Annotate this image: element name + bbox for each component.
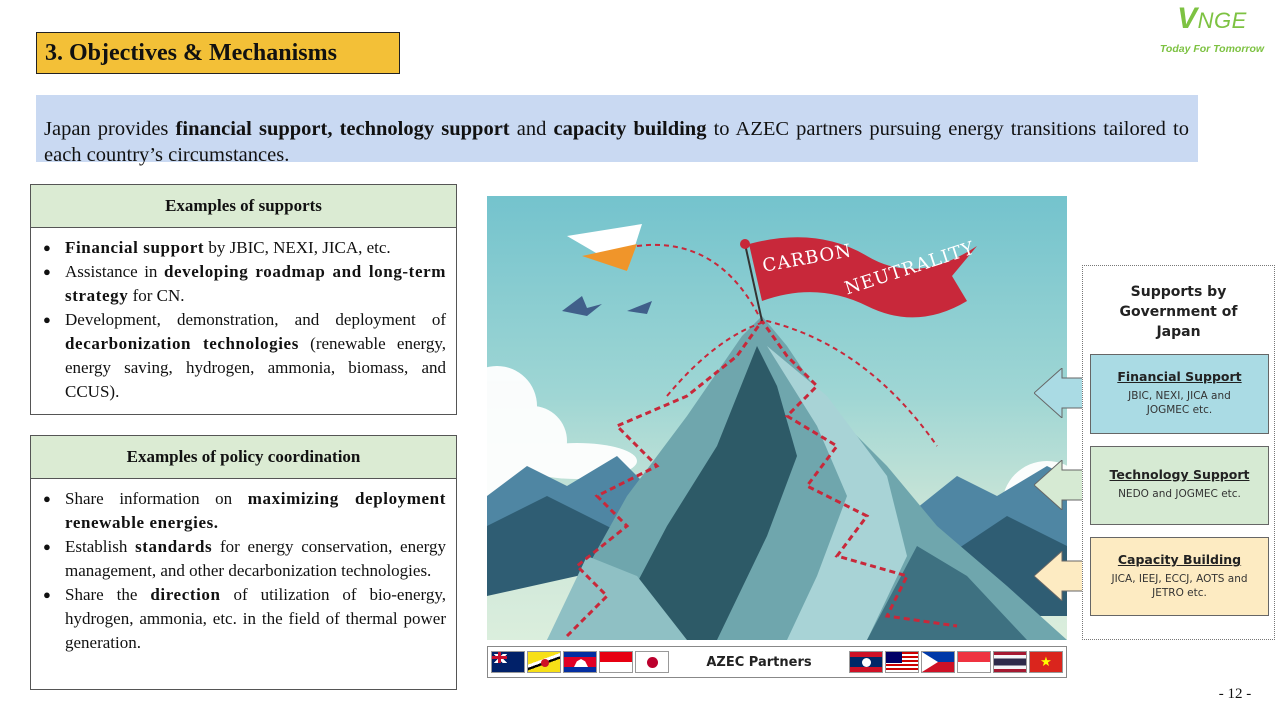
card-title: Capacity Building xyxy=(1117,552,1242,567)
policy-box-body: ● Share information on maximizing deploym… xyxy=(31,479,456,661)
item-text: Development, demonstration, and deployme… xyxy=(65,310,446,329)
list-item: ● Share the direction of utilization of b… xyxy=(41,583,446,655)
card-sub-line: NEDO and JOGMEC etc. xyxy=(1118,488,1241,500)
item-text: Establish xyxy=(65,537,136,556)
intro-bold-financial-tech: financial support, technology support xyxy=(175,118,510,140)
arrow-left-icon xyxy=(1034,460,1086,510)
item-text: (renewable energy, energy saving, hydrog… xyxy=(65,334,446,401)
intro-text: Japan provides financial support, techno… xyxy=(44,116,1189,168)
flag-thailand-icon xyxy=(992,651,1027,673)
bullet-icon: ● xyxy=(43,240,51,255)
item-text: Share information on xyxy=(65,489,248,508)
flag-cambodia-icon xyxy=(563,651,597,673)
policy-box-header: Examples of policy coordination xyxy=(31,436,456,479)
supports-box-body: ● Financial support by JBIC, NEXI, JICA, … xyxy=(31,228,456,410)
logo-mark: VNGE xyxy=(1150,4,1274,36)
bullet-icon: ● xyxy=(43,264,51,279)
list-item: ● Establish standards for energy conserva… xyxy=(41,535,446,583)
card-sub-line: JICA, IEEJ, ECCJ, AOTS and xyxy=(1111,573,1248,585)
carbon-neutrality-mountain-illustration: CARBON NEUTRALITY xyxy=(487,196,1067,640)
panel-title-line: Supports by xyxy=(1130,284,1227,300)
panel-title-line: Japan xyxy=(1156,324,1201,340)
card-subtitle: NEDO and JOGMEC etc. xyxy=(1091,487,1268,501)
item-text: for energy conservation, energy manageme… xyxy=(65,537,446,580)
logo-name: NGE xyxy=(1197,8,1247,33)
page-number: - 12 - xyxy=(1218,686,1252,702)
technology-support-card: Technology Support NEDO and JOGMEC etc. xyxy=(1090,446,1269,525)
flag-brunei-icon xyxy=(527,651,561,673)
supports-box: Examples of supports ● Financial support … xyxy=(30,184,457,415)
item-text: for CN. xyxy=(128,286,185,305)
intro-part: Japan provides xyxy=(44,118,176,140)
vnge-logo: VNGE Today For Tomorrow xyxy=(1150,4,1274,64)
arrow-left-icon xyxy=(1034,551,1086,601)
card-sub-line: JETRO etc. xyxy=(1152,587,1207,599)
panel-title: Supports by Government of Japan xyxy=(1083,282,1274,342)
flag-philippines-icon xyxy=(920,651,955,673)
list-item: ● Share information on maximizing deploym… xyxy=(41,487,446,535)
item-bold: Financial support xyxy=(65,238,205,257)
list-item: ● Assistance in developing roadmap and lo… xyxy=(41,260,446,308)
flag-indonesia-icon xyxy=(599,651,633,673)
slide-title: 3. Objectives & Mechanisms xyxy=(36,32,400,74)
item-bold: developing roadmap and long-term strateg… xyxy=(65,262,446,305)
supports-box-header: Examples of supports xyxy=(31,185,456,228)
capacity-building-card: Capacity Building JICA, IEEJ, ECCJ, AOTS… xyxy=(1090,537,1269,616)
item-text: Share the xyxy=(65,585,151,604)
intro-banner xyxy=(36,95,1198,162)
logo-initial: V xyxy=(1177,2,1198,35)
item-text: Assistance in xyxy=(65,262,164,281)
flag-vietnam-icon: ★ xyxy=(1028,651,1063,673)
intro-bold-capacity: capacity building xyxy=(553,118,707,140)
flag-malaysia-icon xyxy=(884,651,919,673)
flag-laos-icon xyxy=(848,651,883,673)
item-bold: standards xyxy=(135,537,213,556)
panel-title-line: Government of xyxy=(1119,304,1238,320)
card-sub-line: JOGMEC etc. xyxy=(1146,404,1213,416)
list-item: ● Financial support by JBIC, NEXI, JICA, … xyxy=(41,236,446,260)
bullet-icon: ● xyxy=(43,587,51,602)
azec-partners-label: AZEC Partners xyxy=(706,654,812,670)
policy-coordination-box: Examples of policy coordination ● Share i… xyxy=(30,435,457,690)
item-bold: decarbonization technologies xyxy=(65,334,299,353)
azec-partners-bar: AZEC Partners ★ xyxy=(487,646,1067,678)
mountain-scene-icon xyxy=(487,224,1067,640)
arrow-left-icon xyxy=(1034,368,1086,418)
supports-by-government-panel: Supports by Government of Japan Financia… xyxy=(1082,265,1275,640)
flag-australia-icon xyxy=(491,651,525,673)
intro-part: and xyxy=(509,118,554,140)
bullet-icon: ● xyxy=(43,539,51,554)
flag-singapore-icon xyxy=(956,651,991,673)
list-item: ● Development, demonstration, and deploym… xyxy=(41,308,446,404)
card-title: Technology Support xyxy=(1109,467,1250,482)
item-text: of utilization of bio-energy, hydrogen, … xyxy=(65,585,446,652)
bullet-icon: ● xyxy=(43,491,51,506)
card-sub-line: JBIC, NEXI, JICA and xyxy=(1128,390,1231,402)
item-bold: direction xyxy=(150,585,221,604)
bullet-icon: ● xyxy=(43,312,51,327)
item-bold: maximizing deployment renewable energies… xyxy=(65,489,446,532)
logo-tagline: Today For Tomorrow xyxy=(1159,43,1265,55)
flag-japan-icon xyxy=(635,651,669,673)
item-text: by JBIC, NEXI, JICA, etc. xyxy=(204,238,391,257)
intro-part: to AZEC partners pursuing energy transit… xyxy=(44,118,1189,166)
card-title: Financial Support xyxy=(1117,369,1242,384)
